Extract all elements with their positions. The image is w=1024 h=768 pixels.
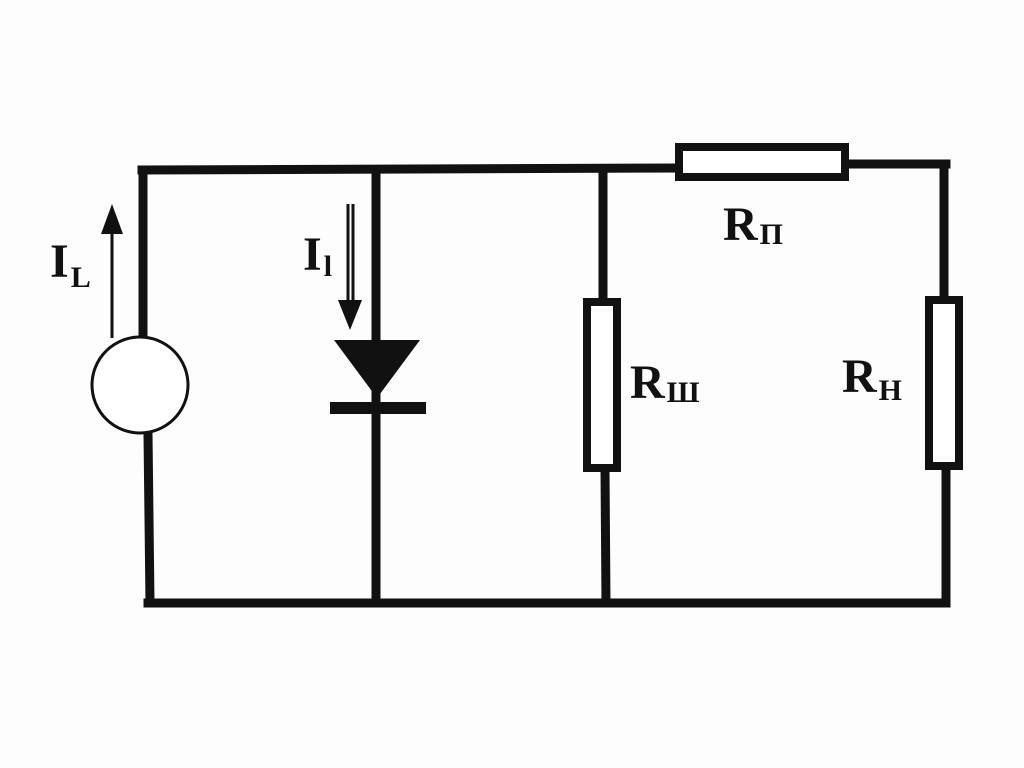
source-current-label-main: I [50, 235, 69, 288]
load-resistor-label-sub: H [879, 374, 902, 407]
arrow-up-icon [101, 204, 123, 234]
shunt-wire-bottom [600, 465, 611, 608]
shunt-resistor [583, 298, 621, 472]
diode-current-label-sub: l [324, 250, 332, 283]
source-current-label: IL [50, 235, 91, 294]
series-resistor-label-main: R [723, 198, 759, 251]
arrow-down-icon [338, 300, 362, 330]
shunt-resistor-label: RШ [630, 356, 700, 409]
diode-current-label-main: I [303, 228, 322, 281]
series-resistor-label-sub: П [760, 218, 783, 251]
series-resistor-label: RП [723, 198, 783, 251]
current-source-circle [90, 335, 190, 435]
top-wire-left [137, 163, 685, 175]
series-resistor [675, 143, 849, 181]
load-resistor-label-main: R [842, 350, 878, 403]
shunt-resistor-label-main: R [630, 356, 666, 409]
wires [137, 159, 951, 608]
diode-current-arrow [338, 204, 362, 330]
load-resistor [925, 296, 963, 470]
diode-triangle-icon [334, 340, 420, 398]
source-current-label-sub: L [71, 261, 91, 294]
labels: IL Il RП RШ RH [50, 198, 902, 409]
diode-bar [330, 402, 426, 414]
load-resistor-label: RH [842, 350, 902, 407]
diode [330, 340, 426, 414]
current-source [90, 335, 190, 435]
source-current-arrow [101, 204, 123, 338]
resistors [583, 143, 963, 472]
shunt-resistor-label-sub: Ш [667, 376, 700, 409]
source-wire-bottom [143, 429, 155, 608]
diode-current-label: Il [303, 228, 332, 283]
